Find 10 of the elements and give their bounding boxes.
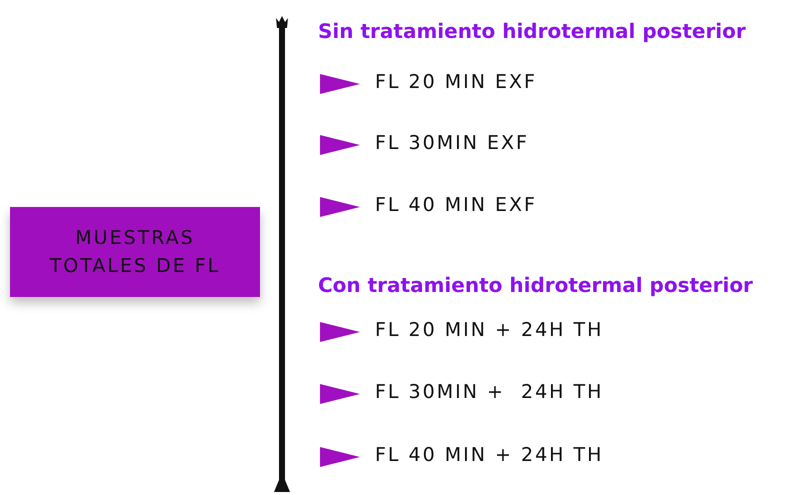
category-box — [10, 207, 260, 297]
box-label: MUESTRAS TOTALES DE FL — [48, 226, 222, 279]
group-heading: Con tratamiento hidrotermal posterior — [318, 273, 753, 297]
list-item-text: FL 40 MIN + 24H TH — [375, 443, 604, 467]
list-item-text: FL 30MIN EXF — [375, 131, 529, 155]
group-heading: Sin tratamiento hidrotermal posterior — [318, 19, 746, 43]
list-item-text: FL 30MIN + 24H TH — [375, 380, 604, 404]
list-item-text: FL 40 MIN EXF — [375, 193, 537, 217]
list-item-text: FL 20 MIN + 24H TH — [375, 318, 604, 342]
list-item-text: FL 20 MIN EXF — [375, 70, 537, 94]
